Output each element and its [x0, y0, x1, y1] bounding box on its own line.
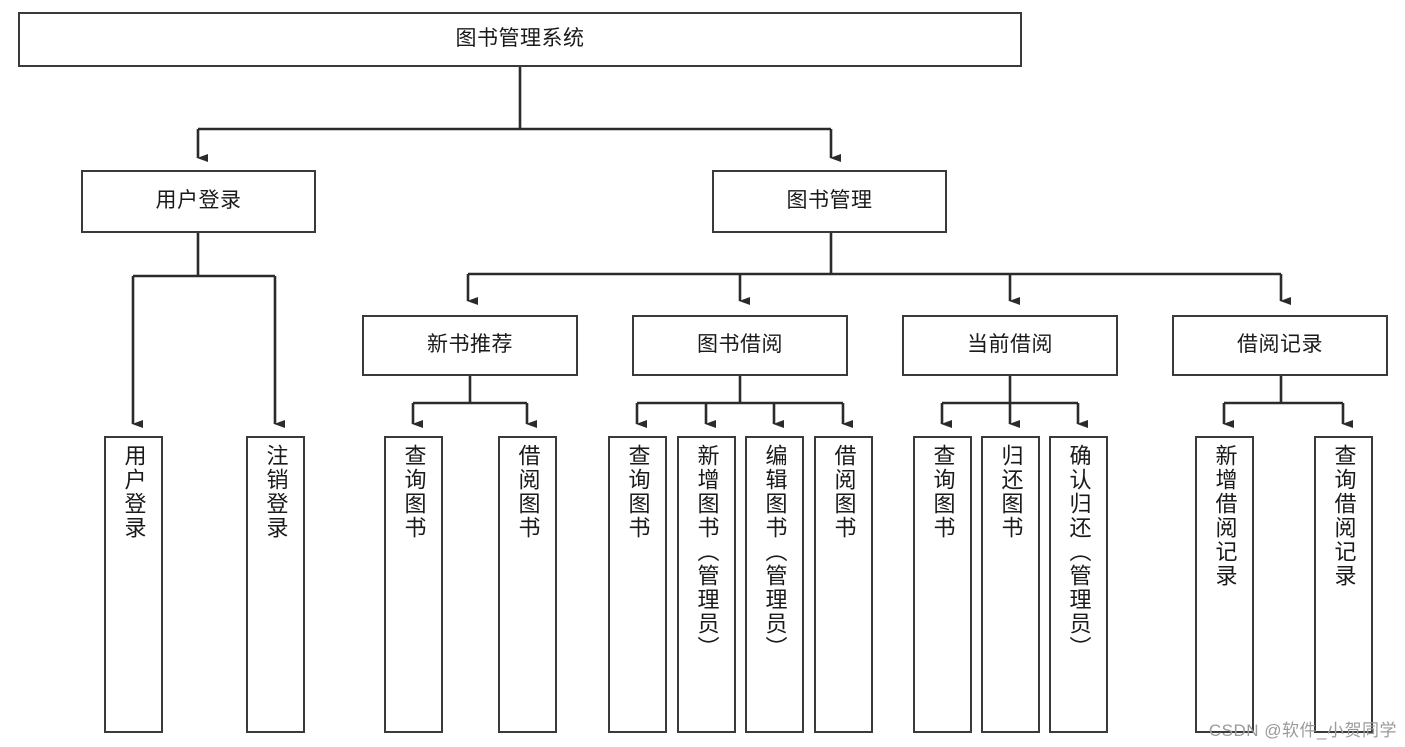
- node-label: 新书推荐: [427, 333, 513, 357]
- leaf-query-books-borrow[interactable]: 查询图书: [608, 436, 667, 733]
- node-label: 注销登录: [263, 444, 289, 540]
- node-label: 当前借阅: [967, 333, 1053, 357]
- node-label: 查询借阅记录: [1331, 444, 1357, 588]
- node-current-borrow[interactable]: 当前借阅: [902, 315, 1118, 376]
- leaf-borrow-books-borrow[interactable]: 借阅图书: [814, 436, 873, 733]
- node-book-management[interactable]: 图书管理: [712, 170, 947, 233]
- leaf-query-books-current[interactable]: 查询图书: [913, 436, 972, 733]
- leaf-user-login[interactable]: 用户登录: [104, 436, 163, 733]
- node-label: 用户登录: [155, 189, 242, 213]
- node-label: 查询图书: [625, 444, 651, 540]
- leaf-query-borrow-record[interactable]: 查询借阅记录: [1314, 436, 1373, 733]
- node-label: 新增借阅记录: [1212, 444, 1238, 588]
- leaf-query-books-recommendation[interactable]: 查询图书: [384, 436, 443, 733]
- node-label: 查询图书: [930, 444, 956, 540]
- node-book-borrow[interactable]: 图书借阅: [632, 315, 848, 376]
- node-label: 借阅图书: [831, 444, 857, 540]
- leaf-return-books[interactable]: 归还图书: [981, 436, 1040, 733]
- node-user-login[interactable]: 用户登录: [81, 170, 316, 233]
- node-label: 归还图书: [998, 444, 1024, 540]
- node-label: 用户登录: [121, 444, 147, 540]
- node-label: 新增图书（管理员）: [694, 444, 720, 660]
- node-label: 图书管理系统: [455, 27, 585, 51]
- leaf-add-book-admin[interactable]: 新增图书（管理员）: [677, 436, 736, 733]
- node-label: 图书借阅: [697, 333, 783, 357]
- leaf-edit-book-admin[interactable]: 编辑图书（管理员）: [745, 436, 804, 733]
- node-label: 借阅图书: [515, 444, 541, 540]
- node-label: 图书管理: [786, 189, 873, 213]
- leaf-confirm-return-admin[interactable]: 确认归还（管理员）: [1049, 436, 1108, 733]
- node-new-book-recommendation[interactable]: 新书推荐: [362, 315, 578, 376]
- node-label: 借阅记录: [1237, 333, 1323, 357]
- leaf-add-borrow-record[interactable]: 新增借阅记录: [1195, 436, 1254, 733]
- node-root-system[interactable]: 图书管理系统: [18, 12, 1022, 67]
- node-borrow-records[interactable]: 借阅记录: [1172, 315, 1388, 376]
- leaf-borrow-books-recommendation[interactable]: 借阅图书: [498, 436, 557, 733]
- node-label: 确认归还（管理员）: [1066, 444, 1092, 660]
- node-label: 编辑图书（管理员）: [762, 444, 788, 660]
- leaf-user-logout[interactable]: 注销登录: [246, 436, 305, 733]
- node-label: 查询图书: [401, 444, 427, 540]
